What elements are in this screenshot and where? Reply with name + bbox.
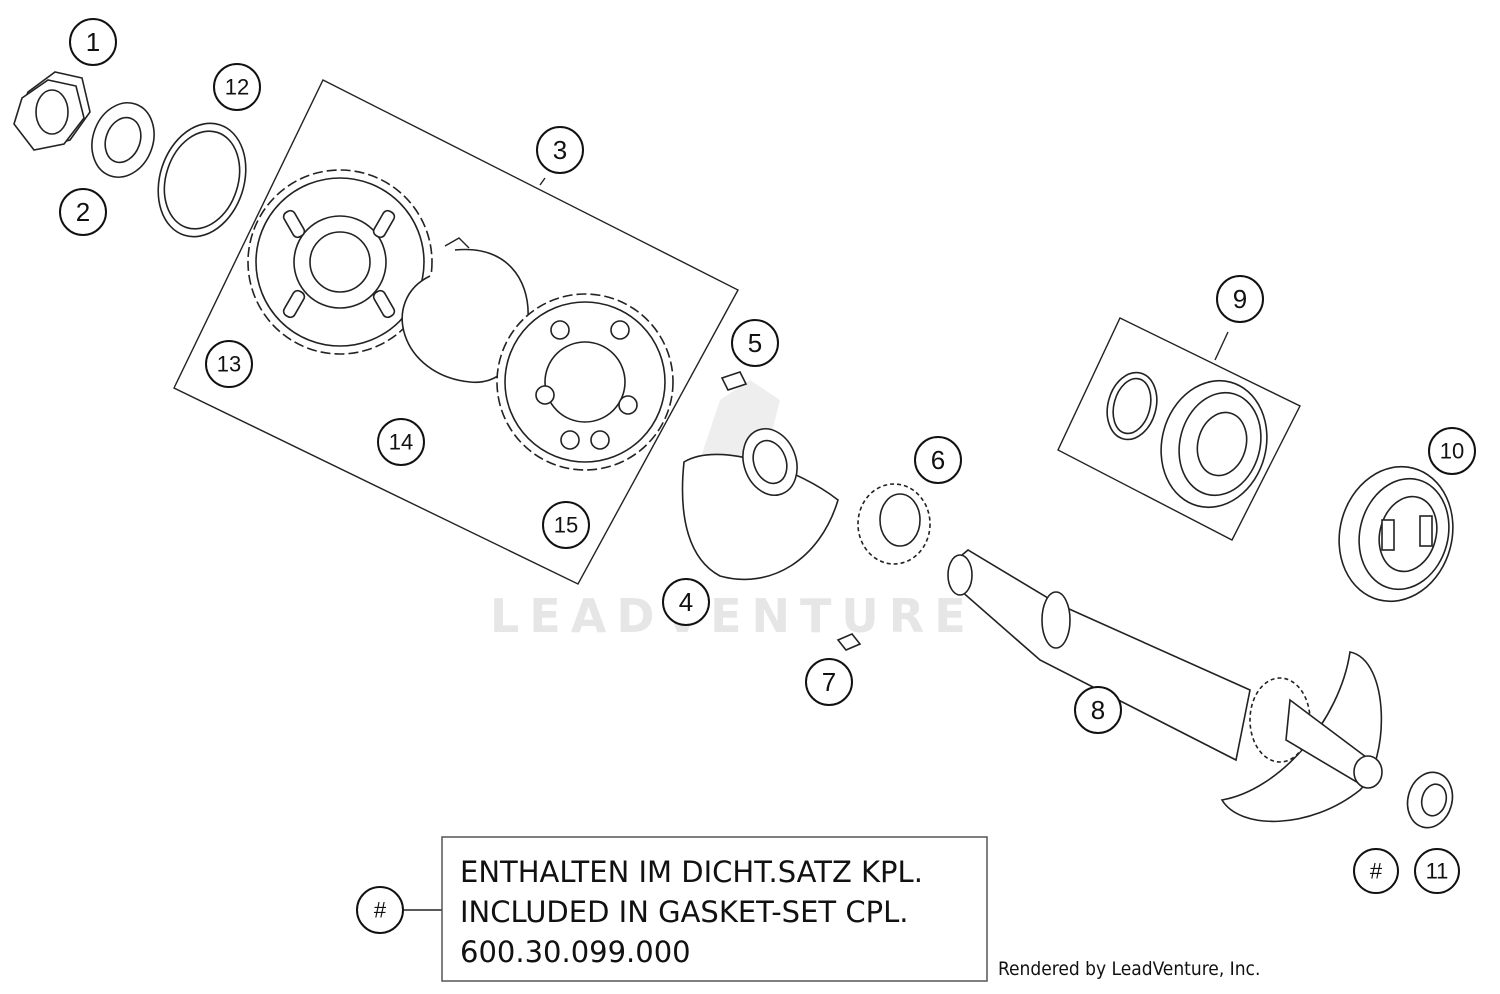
svg-text:#: #	[1370, 859, 1383, 884]
callout-3: 3	[536, 126, 584, 174]
svg-text:5: 5	[748, 328, 762, 358]
svg-text:14: 14	[389, 430, 413, 455]
note-line-2: INCLUDED IN GASKET-SET CPL.	[460, 895, 908, 929]
svg-text:4: 4	[679, 587, 693, 617]
svg-text:8: 8	[1091, 695, 1105, 725]
svg-text:11: 11	[1426, 859, 1449, 884]
svg-text:#: #	[374, 898, 387, 923]
callout-1: 1	[69, 18, 117, 66]
callout-12: 12	[213, 63, 261, 111]
svg-text:1: 1	[86, 27, 100, 57]
callout-4: 4	[662, 578, 710, 626]
svg-text:15: 15	[554, 513, 578, 538]
callout-hash-right: #	[1353, 848, 1399, 894]
callout-6: 6	[914, 436, 962, 484]
svg-text:2: 2	[76, 197, 90, 227]
circlip-part	[401, 237, 529, 383]
note-line-3: 600.30.099.000	[460, 935, 691, 969]
callout-15: 15	[542, 501, 590, 549]
callout-7: 7	[805, 658, 853, 706]
callout-8: 8	[1074, 686, 1122, 734]
shim-ring-part	[157, 122, 247, 238]
holed-gear-part	[496, 293, 674, 471]
watermark-text: LEADVENTURE	[490, 589, 976, 643]
balancer-shaft-part	[947, 549, 1383, 823]
gasket-set-note: # ENTHALTEN IM DICHT.SATZ KPL. INCLUDED …	[356, 836, 988, 982]
gear-set-group-box	[173, 79, 739, 585]
leader-9	[1214, 331, 1229, 361]
svg-text:10: 10	[1440, 439, 1464, 464]
note-line-1: ENTHALTEN IM DICHT.SATZ KPL.	[460, 855, 923, 889]
callout-5: 5	[731, 319, 779, 367]
ball-bearing-part	[1106, 371, 1268, 509]
sprocket-gear-part	[247, 169, 433, 355]
balancer-weight-part	[681, 428, 839, 581]
small-key-part	[836, 633, 862, 651]
render-credit: Rendered by LeadVenture, Inc.	[998, 958, 1260, 980]
callout-14: 14	[377, 418, 425, 466]
callout-10: 10	[1428, 427, 1476, 475]
leader-3	[539, 177, 546, 186]
svg-text:7: 7	[822, 667, 836, 697]
svg-text:3: 3	[553, 135, 567, 165]
callout-2: 2	[59, 188, 107, 236]
svg-text:9: 9	[1233, 284, 1247, 314]
note-box	[441, 836, 988, 982]
callout-11: 11	[1414, 848, 1460, 894]
svg-text:13: 13	[217, 352, 241, 377]
bearing-group-box	[1057, 317, 1301, 541]
callout-9: 9	[1216, 275, 1264, 323]
bushing-part	[1406, 771, 1454, 829]
svg-text:12: 12	[225, 75, 249, 100]
callout-13: 13	[205, 340, 253, 388]
washer-part	[91, 102, 155, 178]
svg-text:6: 6	[931, 445, 945, 475]
hex-nut-part	[13, 71, 91, 151]
woodruff-key-part	[720, 371, 748, 391]
needle-bearing-part	[857, 483, 931, 565]
roller-bearing-part	[1338, 465, 1454, 603]
